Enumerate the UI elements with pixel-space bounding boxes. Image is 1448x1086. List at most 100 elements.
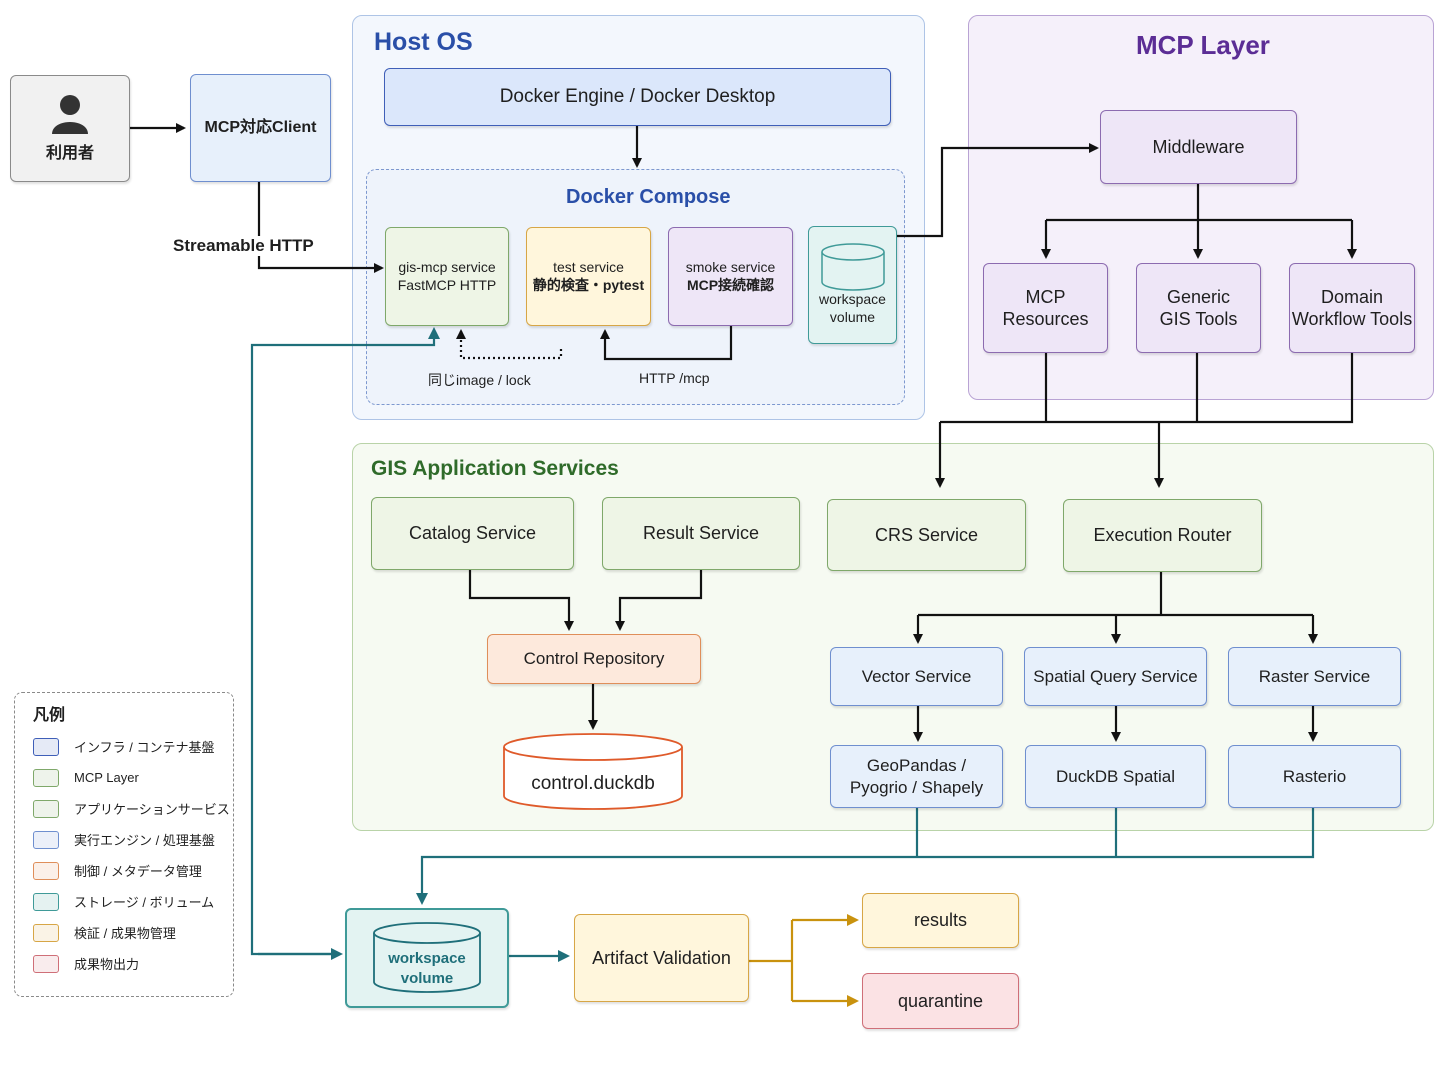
workspace-line1: workspace [819,291,886,307]
smoke-line1: smoke service [685,259,776,275]
legend-label: インフラ / コンテナ基盤 [74,740,215,755]
legend-swatch [33,737,59,756]
legend-label: ストレージ / ボリューム [74,895,215,910]
docker-compose-title: Docker Compose [566,186,731,208]
test-service-box[interactable]: test service 静的検査・pytest [526,227,651,326]
legend-swatch [33,830,59,849]
user-label: 利用者 [45,144,94,162]
user-box[interactable]: 利用者 [10,75,130,182]
spatial-label: Spatial Query Service [1033,666,1198,686]
smoke-line2: MCP接続確認 [686,276,775,293]
user-icon [52,94,88,134]
catalog-service-box[interactable]: Catalog Service [371,497,574,570]
raster-label: Raster Service [1258,666,1371,686]
router-label: Execution Router [1093,525,1232,546]
raster-service-box[interactable]: Raster Service [1228,647,1401,706]
docker-engine-box[interactable]: Docker Engine / Docker Desktop [384,68,891,126]
workspace-volume-bottom[interactable]: workspace volume [345,908,509,1008]
legend-item: ストレージ / ボリューム [33,886,233,917]
legend-item: MCP Layer [33,762,233,793]
duckdb-spatial-label: DuckDB Spatial [1055,766,1176,786]
control-repository-box[interactable]: Control Repository [487,634,701,684]
vector-service-box[interactable]: Vector Service [830,647,1003,706]
database-icon [503,733,683,810]
same-image-label: 同じimage / lock [428,372,531,388]
gis-mcp-line1: gis-mcp service [398,259,496,275]
results-label: results [913,910,967,931]
mcp-resources-line1: MCP [1025,286,1066,307]
legend-item: アプリケーションサービス [33,793,233,824]
docker-engine-label: Docker Engine / Docker Desktop [499,86,776,108]
legend-item: 検証 / 成果物管理 [33,917,233,948]
legend-item: インフラ / コンテナ基盤 [33,731,233,762]
legend-item: 制御 / メタデータ管理 [33,855,233,886]
catalog-label: Catalog Service [408,523,537,544]
legend-swatch [33,923,59,942]
domain-workflow-tools-box[interactable]: Domain Workflow Tools [1289,263,1415,353]
legend-items: インフラ / コンテナ基盤 MCP Layer アプリケーションサービス実行エンジン… [33,731,233,979]
legend-swatch [33,954,59,973]
artifact-validation-box[interactable]: Artifact Validation [574,914,749,1002]
control-duckdb-cylinder[interactable]: control.duckdb [503,733,683,810]
generic-line1: Generic [1166,286,1231,307]
smoke-service-box[interactable]: smoke service MCP接続確認 [668,227,793,326]
gis-mcp-service-box[interactable]: gis-mcp service FastMCP HTTP [385,227,509,326]
duckdb-spatial-box[interactable]: DuckDB Spatial [1025,745,1206,808]
generic-gis-tools-box[interactable]: Generic GIS Tools [1136,263,1261,353]
spatial-query-service-box[interactable]: Spatial Query Service [1024,647,1207,706]
middleware-label: Middleware [1152,136,1245,157]
database-icon [820,243,885,291]
workspace-bottom-line1: workspace [388,950,466,967]
result-label: Result Service [642,523,760,544]
geopandas-line1: GeoPandas / [866,756,967,776]
geopandas-box[interactable]: GeoPandas / Pyogrio / Shapely [830,745,1003,808]
gis-app-title: GIS Application Services [371,457,619,480]
test-line1: test service [553,259,624,275]
legend: 凡例 インフラ / コンテナ基盤 MCP Layer アプリケーションサービス実行エ… [14,692,234,997]
results-box[interactable]: results [862,893,1019,948]
legend-label: 成果物出力 [74,957,140,972]
test-line2: 静的検査・pytest [532,276,645,293]
mcp-client-label: MCP対応Client [204,119,317,136]
vector-label: Vector Service [861,666,972,686]
workspace-volume-compose[interactable]: workspace volume [808,226,897,344]
execution-router-box[interactable]: Execution Router [1063,499,1262,572]
host-os-title: Host OS [374,28,473,56]
http-mcp-label: HTTP /mcp [639,370,710,386]
legend-swatch [33,768,59,787]
result-service-box[interactable]: Result Service [602,497,800,570]
workspace-line2: volume [829,308,876,325]
crs-service-box[interactable]: CRS Service [827,499,1026,571]
mcp-client-box[interactable]: MCP対応Client [190,74,331,182]
legend-item: 成果物出力 [33,948,233,979]
artifact-validation-label: Artifact Validation [592,947,731,968]
domain-line1: Domain [1320,286,1384,307]
legend-label: アプリケーションサービス [74,802,230,817]
mcp-resources-box[interactable]: MCP Resources [983,263,1108,353]
rasterio-box[interactable]: Rasterio [1228,745,1401,808]
mcp-layer-title: MCP Layer [1136,30,1270,60]
quarantine-label: quarantine [897,990,984,1011]
generic-line2: GIS Tools [1159,309,1238,329]
control-repo-label: Control Repository [523,649,665,669]
legend-swatch [33,799,59,818]
legend-label: MCP Layer [74,770,139,785]
gis-mcp-line2: FastMCP HTTP [397,276,497,293]
mcp-resources-line2: Resources [1002,309,1089,329]
domain-line2: Workflow Tools [1291,309,1413,329]
crs-label: CRS Service [874,524,979,545]
workspace-bottom-line2: volume [400,969,454,987]
streamable-http-label: Streamable HTTP [173,236,314,256]
legend-label: 検証 / 成果物管理 [74,926,176,941]
legend-label: 実行エンジン / 処理基盤 [74,833,215,848]
geopandas-line2: Pyogrio / Shapely [849,777,984,797]
control-duckdb-label: control.duckdb [531,773,655,794]
quarantine-box[interactable]: quarantine [862,973,1019,1029]
rasterio-label: Rasterio [1282,766,1347,786]
legend-item: 実行エンジン / 処理基盤 [33,824,233,855]
legend-swatch [33,861,59,880]
legend-label: 制御 / メタデータ管理 [74,864,202,879]
middleware-box[interactable]: Middleware [1100,110,1297,184]
legend-title: 凡例 [33,707,66,724]
legend-swatch [33,892,59,911]
